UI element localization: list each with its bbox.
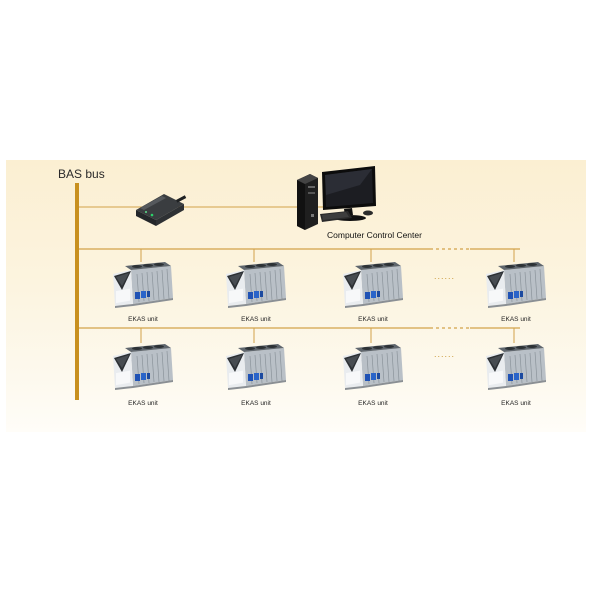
unit-label: EKAS unit bbox=[128, 316, 158, 323]
row1-ellipsis: ...... bbox=[434, 271, 456, 281]
computer-icon bbox=[297, 166, 376, 230]
unit-label: EKAS unit bbox=[241, 316, 271, 323]
row2-ellipsis: ...... bbox=[434, 349, 456, 359]
unit-label: EKAS unit bbox=[358, 400, 388, 407]
computer-control-center-label: Computer Control Center bbox=[327, 230, 422, 240]
unit-label: EKAS unit bbox=[241, 400, 271, 407]
unit-label: EKAS unit bbox=[501, 316, 531, 323]
ekas-unit-icon bbox=[225, 343, 287, 391]
unit-label: EKAS unit bbox=[501, 400, 531, 407]
ekas-unit-icon bbox=[485, 343, 547, 391]
ekas-unit-icon bbox=[112, 343, 174, 391]
gateway-device-icon bbox=[136, 194, 187, 226]
ekas-unit-icon bbox=[485, 261, 547, 309]
bas-bus-line bbox=[75, 183, 79, 400]
bas-bus-label: BAS bus bbox=[58, 167, 105, 181]
ekas-unit-icon bbox=[225, 261, 287, 309]
ekas-unit-icon bbox=[112, 261, 174, 309]
ekas-unit-icon bbox=[342, 343, 404, 391]
ekas-unit-icon bbox=[342, 261, 404, 309]
unit-label: EKAS unit bbox=[128, 400, 158, 407]
unit-label: EKAS unit bbox=[358, 316, 388, 323]
